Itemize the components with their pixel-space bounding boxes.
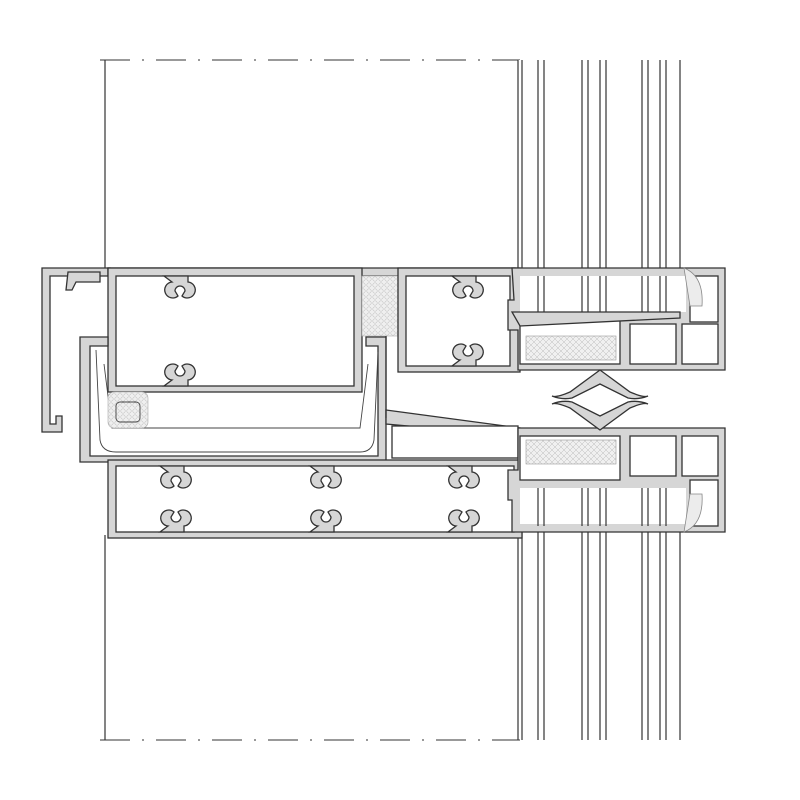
clip-profile: [65, 271, 101, 291]
screw-ports: [158, 465, 480, 533]
seal-tube: [115, 401, 141, 423]
insulation-foam: [361, 275, 399, 337]
insulation-block: [107, 391, 149, 429]
sash-chamber: [681, 323, 719, 365]
sash-chamber: [629, 435, 677, 477]
glass-panes: [537, 276, 667, 526]
channel-liner: [95, 349, 379, 453]
polyamide-strip: [525, 439, 617, 465]
expansion-gasket-lower: [551, 400, 649, 431]
glazing-gasket: [683, 493, 703, 533]
screw-ports: [162, 275, 196, 387]
sash-chamber: [629, 323, 677, 365]
inner-tray: [103, 363, 369, 429]
expansion-gasket-upper: [551, 369, 649, 400]
boundary-lines: [100, 59, 520, 741]
lower-right-cavity: [391, 425, 519, 459]
sash-chamber: [681, 435, 719, 477]
glazing-gasket: [683, 267, 703, 307]
glazing-bead: [510, 311, 681, 327]
upper-box-cavity: [115, 275, 355, 387]
polyamide-strip: [525, 335, 617, 361]
screw-ports: [450, 275, 484, 367]
cover-profile: [41, 267, 111, 433]
